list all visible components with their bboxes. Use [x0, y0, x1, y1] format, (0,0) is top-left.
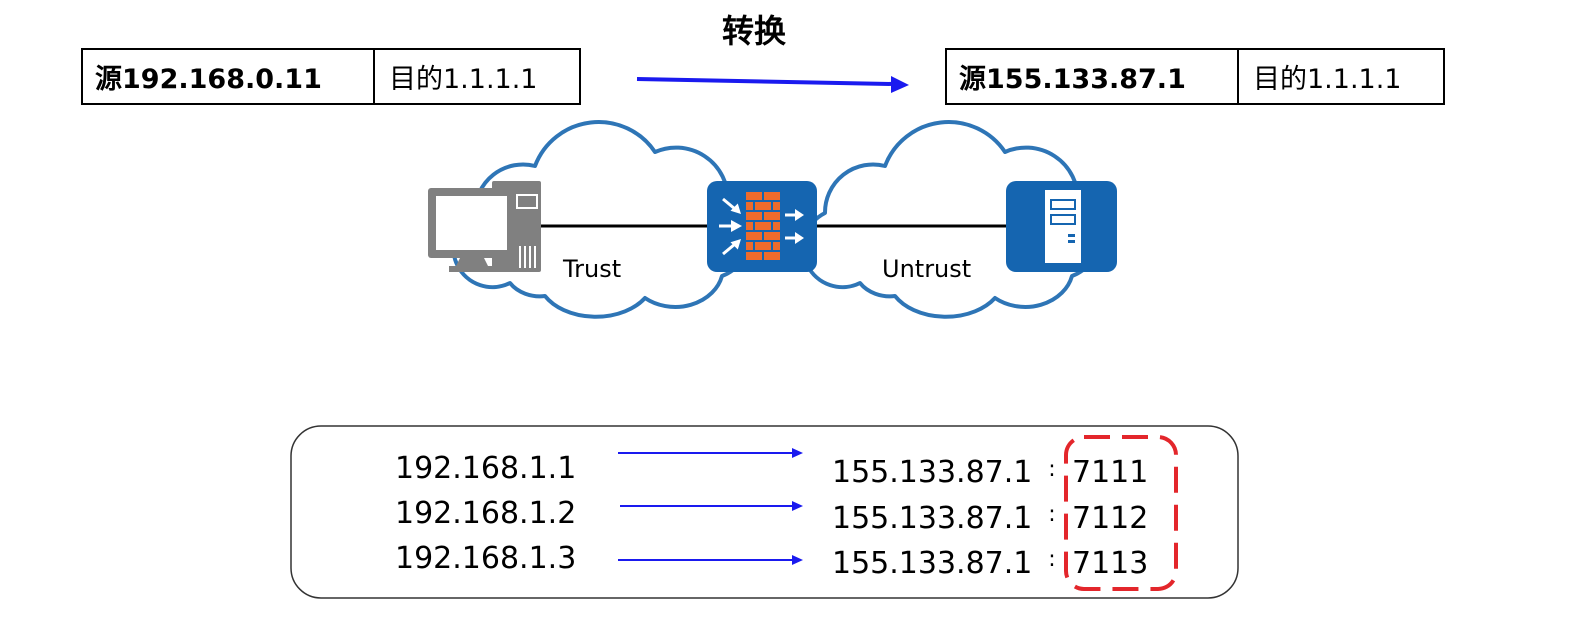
firewall-arrowhead: [795, 209, 804, 221]
packet-after: 源155.133.87.1 目的1.1.1.1: [945, 48, 1445, 105]
server-slot: [1050, 214, 1076, 225]
firewall-brick: [755, 222, 771, 230]
packet-before-source: 源192.168.0.11: [95, 64, 322, 95]
firewall-arrowhead: [730, 239, 741, 250]
firewall-brick: [755, 242, 771, 250]
packet-after-source-cell: [945, 48, 1239, 105]
pc-icon: [428, 181, 541, 272]
mapping-row: 192.168.1.1 155.133.87.1 : 7111: [395, 448, 1148, 490]
public-ip: 155.133.87.1: [832, 546, 1032, 581]
mapped-port: 7111: [1072, 455, 1148, 490]
conversion-title: 转换: [722, 12, 786, 50]
firewall-arrow: [722, 242, 736, 256]
firewall-brick: [746, 242, 753, 250]
translation-arrow-shaft: [636, 77, 894, 86]
packet-after-destination: 目的1.1.1.1: [1253, 64, 1401, 95]
firewall-bricks: [746, 192, 780, 260]
mapping-row: 192.168.1.3 155.133.87.1 : 7113: [395, 541, 1148, 581]
firewall-outbound-arrows: [785, 209, 804, 244]
server-slot: [1050, 199, 1076, 210]
translation-arrow: [636, 76, 909, 93]
firewall-brick: [764, 252, 780, 260]
mapped-port: 7113: [1072, 546, 1148, 581]
firewall-brick: [773, 202, 780, 210]
translation-arrow-head: [891, 76, 909, 93]
pc-drive-bay: [516, 194, 538, 209]
firewall-brick: [746, 252, 762, 260]
pc-vents: [519, 246, 536, 268]
port-mapping-frame: [290, 425, 1239, 599]
firewall-brick: [755, 202, 771, 210]
packet-before: 源192.168.0.11 目的1.1.1.1: [81, 48, 581, 105]
firewall-brick: [746, 212, 762, 220]
port-mapping-panel: 192.168.1.1 155.133.87.1 : 7111 192.168.…: [290, 425, 1239, 599]
port-separator: :: [1048, 457, 1055, 482]
packet-after-source: 源155.133.87.1: [959, 64, 1186, 95]
private-ip: 192.168.1.2: [395, 496, 576, 531]
public-ip: 155.133.87.1: [832, 455, 1032, 490]
firewall-brick: [746, 202, 753, 210]
packet-before-destination: 目的1.1.1.1: [389, 64, 537, 95]
pc-screen: [436, 196, 507, 250]
firewall-inbound-arrows: [719, 197, 742, 256]
port-highlight-box: [1064, 435, 1178, 591]
pc-stand: [456, 258, 488, 266]
firewall-brick: [746, 232, 762, 240]
firewall-brick: [746, 222, 753, 230]
packet-before-destination-cell: [373, 48, 581, 105]
private-ip: 192.168.1.1: [395, 451, 576, 486]
port-separator: :: [1048, 502, 1055, 527]
mapping-arrow-head: [792, 501, 803, 511]
firewall-arrowhead: [730, 203, 741, 214]
server-icon: [1006, 181, 1117, 272]
trust-zone-label: Trust: [562, 255, 621, 283]
server-led: [1068, 234, 1075, 237]
mapping-arrow-head: [792, 555, 803, 565]
mapped-port: 7112: [1072, 501, 1148, 536]
firewall-brick: [773, 242, 780, 250]
firewall-brick: [746, 192, 762, 200]
firewall-brick: [764, 232, 780, 240]
packet-after-destination-cell: [1237, 48, 1445, 105]
packet-before-source-cell: [81, 48, 375, 105]
port-separator: :: [1048, 547, 1055, 572]
firewall-arrow: [722, 197, 736, 211]
firewall-arrowhead: [795, 232, 804, 244]
firewall-brick: [764, 212, 780, 220]
pc-base: [449, 266, 495, 272]
firewall-arrowhead: [731, 220, 742, 232]
firewall-brick: [773, 222, 780, 230]
untrust-zone-label: Untrust: [882, 255, 971, 283]
mapping-arrow-head: [792, 448, 803, 458]
firewall-icon: [707, 181, 817, 272]
server-led: [1068, 240, 1075, 243]
public-ip: 155.133.87.1: [832, 501, 1032, 536]
mapping-row: 192.168.1.2 155.133.87.1 : 7112: [395, 496, 1148, 536]
private-ip: 192.168.1.3: [395, 541, 576, 576]
firewall-brick: [764, 192, 780, 200]
